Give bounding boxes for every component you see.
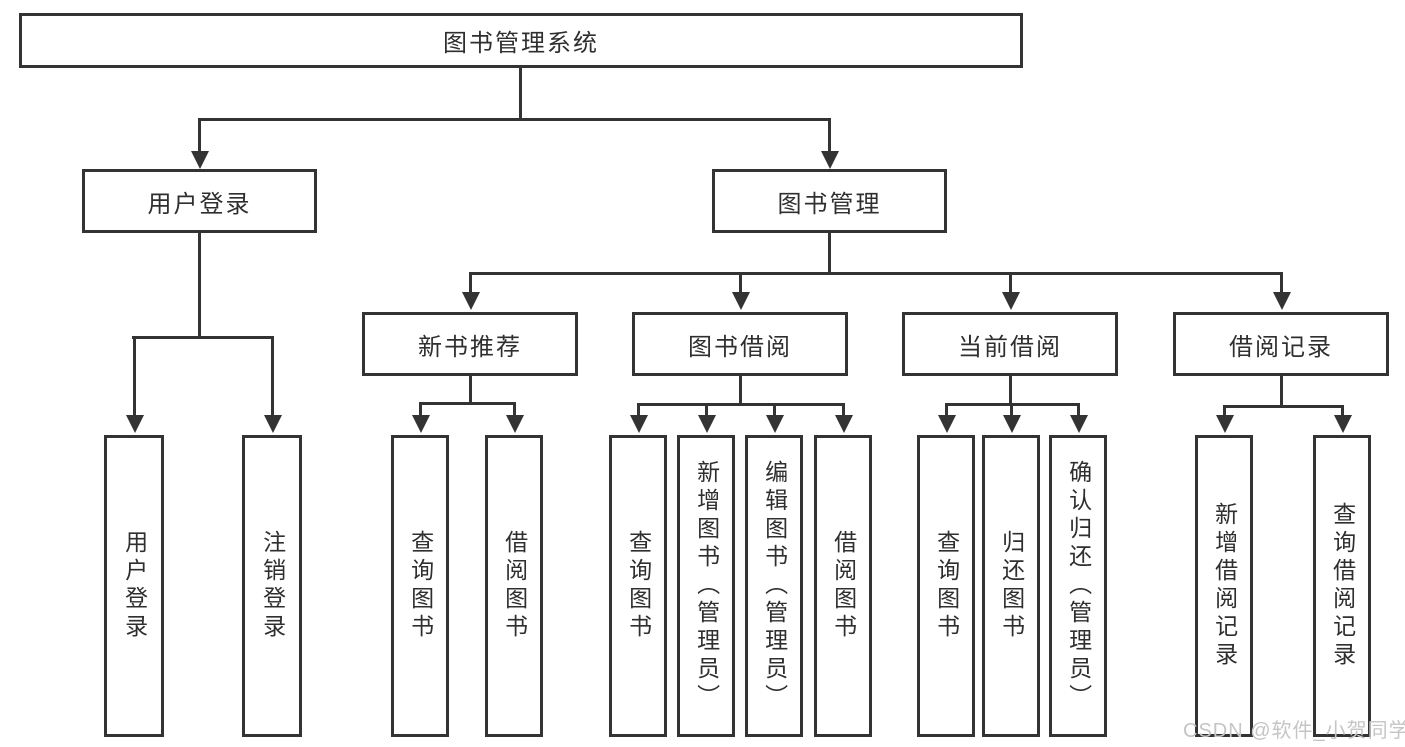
edge-arrow-nbr-query [411,402,430,433]
edge-arrow-bb-add [697,403,716,433]
node-library-system-label: 图书管理系统 [443,30,599,57]
leaf-bb-query-books: 查询图书 [609,435,667,737]
edge-arrow-leaf-logout [263,336,282,433]
node-user-login-branch-label: 用户登录 [147,190,252,218]
edge-arrow-leaf-user-login [125,336,144,433]
edge-cb-stem [1009,376,1012,406]
edge-arrow-bb-borrow [834,403,853,433]
leaf-logout-label: 注销登录 [259,530,286,642]
leaf-nbr-borrow-books-label: 借阅图书 [501,530,528,642]
leaf-br-query-record-label: 查询借阅记录 [1329,502,1356,670]
edge-user-login-stem [198,233,201,339]
edge-arrow-bb-edit [765,403,784,433]
node-book-management: 图书管理 [712,169,947,233]
leaf-cb-return-books: 归还图书 [982,435,1040,737]
edge-arrow-user-login [190,118,209,169]
node-borrow-records: 借阅记录 [1173,312,1389,376]
leaf-bb-borrow-books-label: 借阅图书 [830,530,857,642]
node-borrow-records-label: 借阅记录 [1229,333,1333,361]
leaf-bb-edit-books-admin: 编辑图书（管理员） [745,435,803,737]
edge-arrow-borrow-records [1272,272,1291,310]
leaf-user-login-label: 用户登录 [121,530,148,642]
leaf-br-query-record: 查询借阅记录 [1313,435,1371,737]
leaf-user-login: 用户登录 [104,435,164,737]
edge-arrow-new-book-recommend [461,272,480,310]
edge-arrow-br-query [1333,405,1352,433]
edge-arrow-cb-query [937,403,956,433]
leaf-cb-query-books-label: 查询图书 [933,530,960,642]
leaf-bb-query-books-label: 查询图书 [625,530,652,642]
edge-bb-rail [637,403,845,406]
leaf-nbr-borrow-books: 借阅图书 [485,435,543,737]
edge-br-rail [1223,405,1344,408]
node-current-borrowing: 当前借阅 [902,312,1118,376]
edge-arrow-cb-return [1002,403,1021,433]
node-library-system: 图书管理系统 [19,13,1023,68]
node-book-management-label: 图书管理 [777,190,882,218]
edge-arrow-bb-query [629,403,648,433]
leaf-cb-confirm-return-admin: 确认归还（管理员） [1049,435,1107,737]
leaf-br-add-record: 新增借阅记录 [1195,435,1253,737]
node-new-book-recommend-label: 新书推荐 [418,333,522,361]
leaf-cb-confirm-return-admin-label: 确认归还（管理员） [1065,460,1092,712]
node-user-login-branch: 用户登录 [82,169,317,233]
edge-root-stem [519,68,522,121]
edge-nbr-stem [469,376,472,405]
leaf-logout: 注销登录 [242,435,302,737]
leaf-nbr-query-books: 查询图书 [391,435,449,737]
edge-arrow-book-management [820,118,839,169]
node-new-book-recommend: 新书推荐 [362,312,578,376]
edge-arrow-current-borrowing [1001,272,1020,310]
node-book-borrowing: 图书借阅 [632,312,848,376]
edge-arrow-book-borrowing [731,272,750,310]
edge-arrow-cb-confirm [1069,403,1088,433]
edge-root-rail [198,118,831,121]
edge-nbr-rail [419,402,516,405]
leaf-br-add-record-label: 新增借阅记录 [1211,502,1238,670]
edge-bb-stem [739,376,742,406]
leaf-cb-return-books-label: 归还图书 [998,530,1025,642]
edge-user-login-rail [132,336,274,339]
edge-br-stem [1280,376,1283,408]
edge-book-mgmt-rail [469,272,1283,275]
leaf-bb-edit-books-admin-label: 编辑图书（管理员） [761,460,788,712]
leaf-bb-add-books-admin: 新增图书（管理员） [677,435,735,737]
edge-book-mgmt-stem [828,233,831,275]
leaf-cb-query-books: 查询图书 [917,435,975,737]
node-book-borrowing-label: 图书借阅 [688,333,792,361]
edge-arrow-br-add [1215,405,1234,433]
edge-arrow-nbr-borrow [505,402,524,433]
leaf-bb-borrow-books: 借阅图书 [814,435,872,737]
csdn-watermark: CSDN @软件_小贺同学 [1183,720,1405,742]
leaf-bb-add-books-admin-label: 新增图书（管理员） [693,460,720,712]
leaf-nbr-query-books-label: 查询图书 [407,530,434,642]
node-current-borrowing-label: 当前借阅 [958,333,1062,361]
